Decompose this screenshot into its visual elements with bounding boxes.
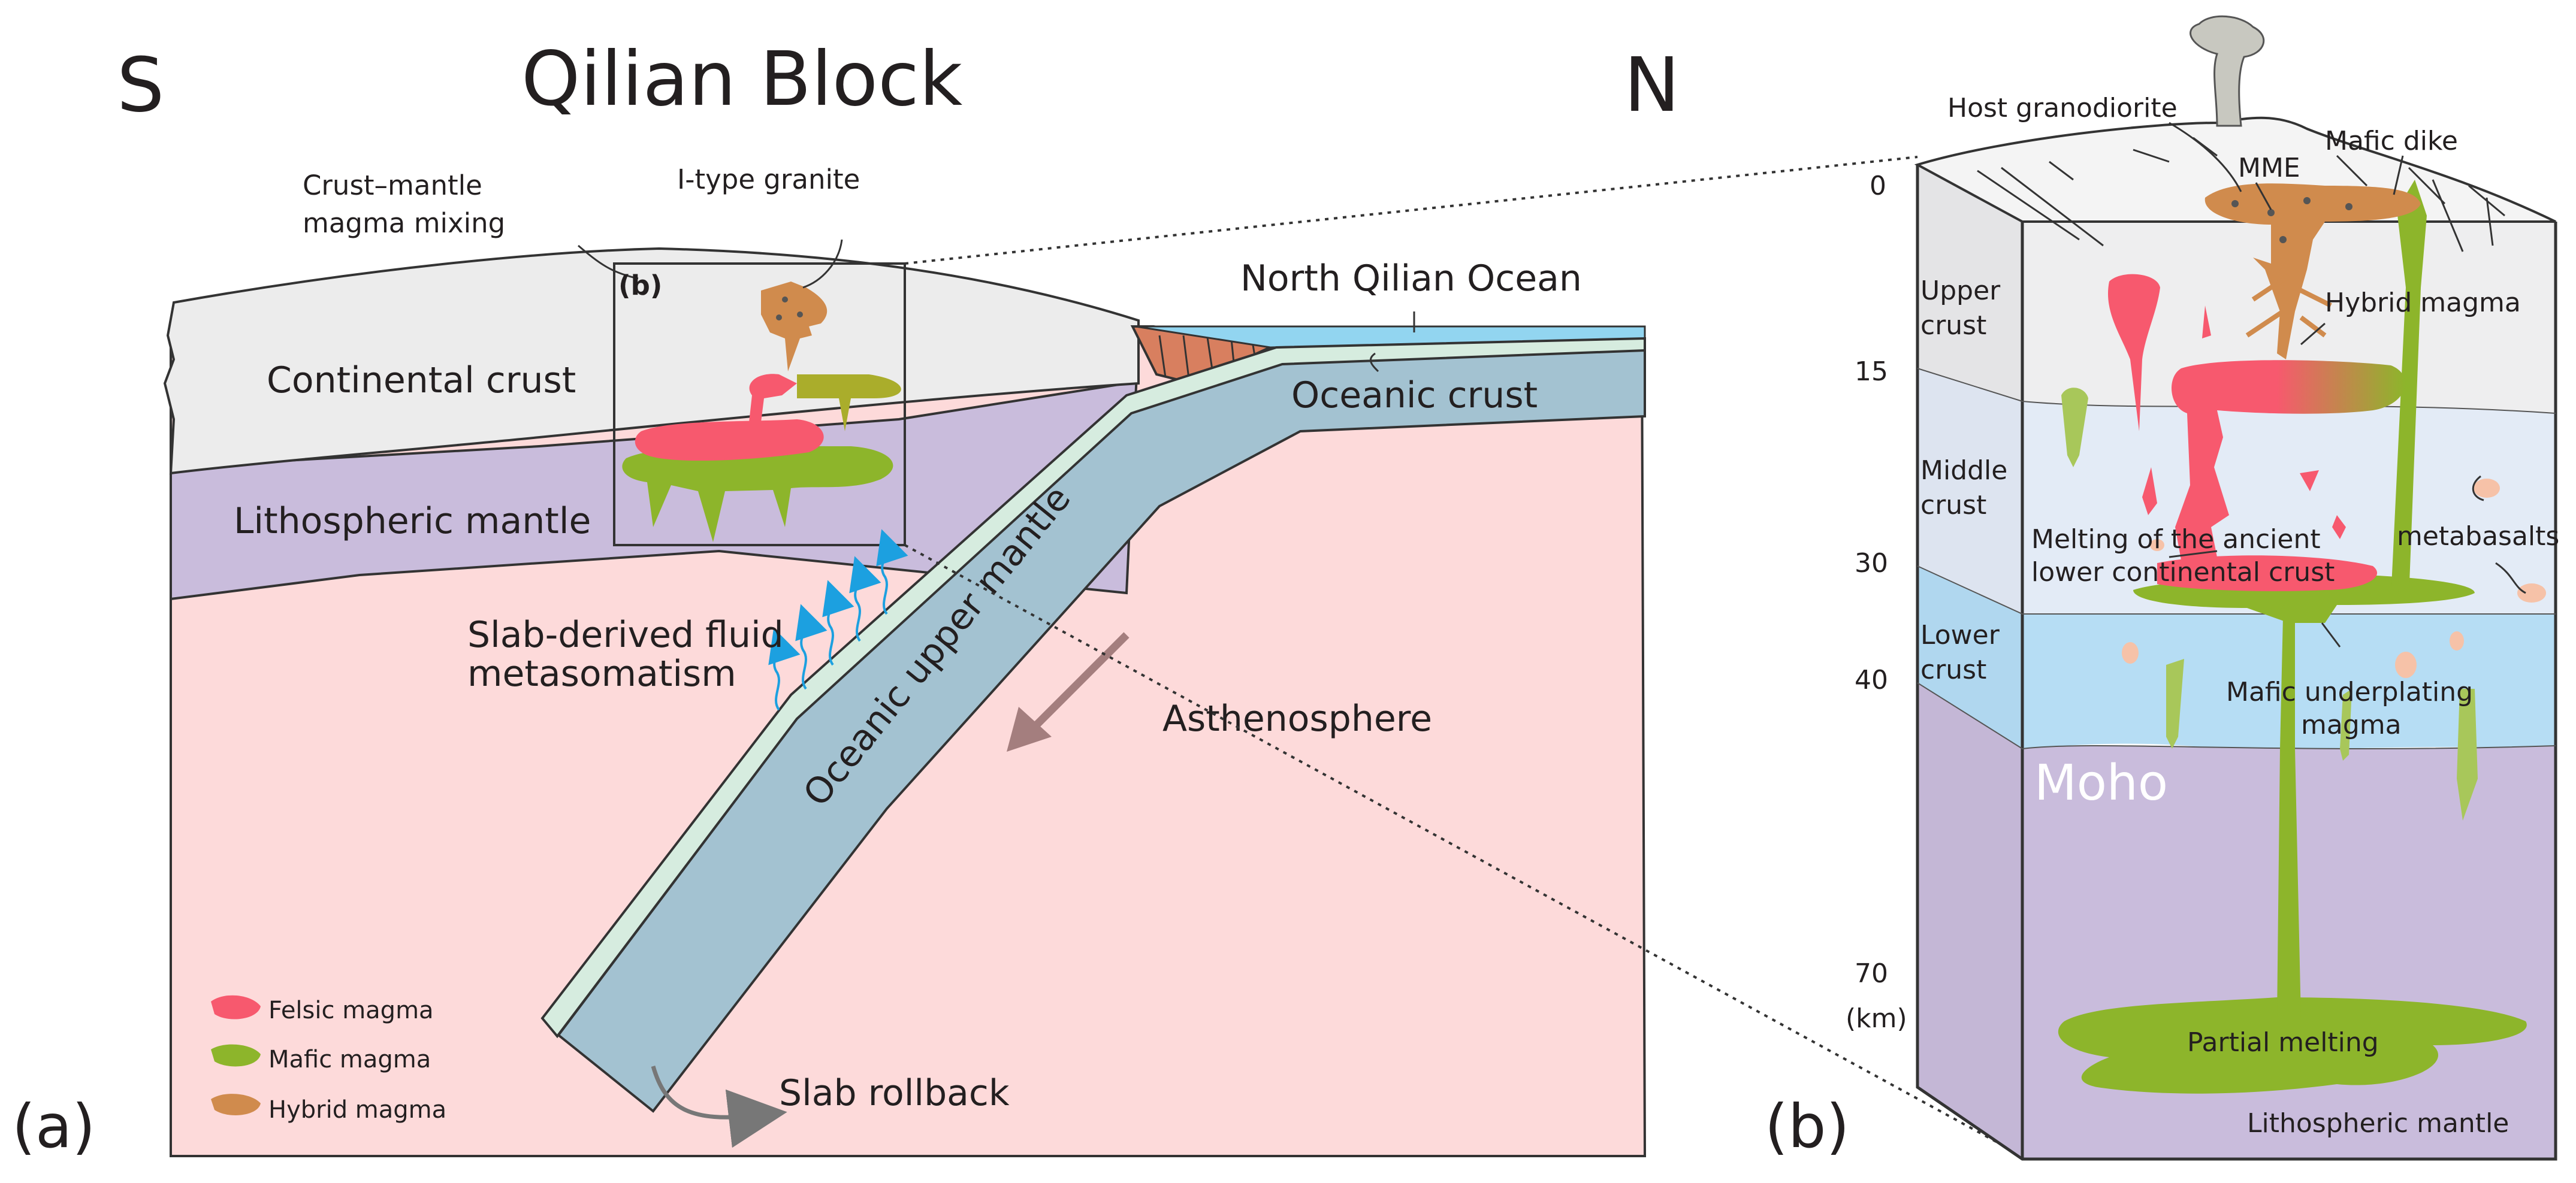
continental-crust-layer	[163, 247, 1140, 475]
mafic-blob-1	[2061, 388, 2088, 467]
mafic-conduit	[2277, 617, 2301, 1018]
felsic-magma-pool	[635, 419, 824, 461]
slab-rollback-label: Slab rollback	[779, 1072, 1010, 1114]
host-granodiorite-label: Host granodiorite	[1947, 93, 2178, 123]
mafic-blob-3	[2340, 689, 2352, 761]
inset-connectors	[904, 156, 2023, 1157]
inset-tag: (b)	[618, 270, 662, 301]
leader-lines-a	[578, 239, 1415, 373]
i-type-granite-label: I-type granite	[677, 164, 860, 195]
legend-hybrid-label: Hybrid magma	[268, 1096, 446, 1124]
terrain-hatching	[1977, 137, 2505, 252]
mafic-blob-2	[2166, 659, 2184, 749]
rollback-arrow	[651, 1066, 787, 1148]
depth-30: 30	[1855, 548, 1888, 579]
mafic-magma-pool	[622, 446, 893, 542]
upper-crust-side	[1917, 165, 2022, 401]
lower-crust-label-1: Lower	[1920, 620, 2000, 651]
mafic-dike-label: Mafic dike	[2325, 126, 2458, 156]
middle-crust-label-2: crust	[1920, 490, 1986, 521]
slab-fluid-label-2: metasomatism	[467, 653, 736, 695]
crust-mantle-label-2: magma mixing	[303, 207, 505, 239]
panel-b-tag: (b)	[1765, 1091, 1850, 1161]
felsic-blob-4	[2202, 305, 2211, 338]
metabasalts-label: metabasalts	[2397, 521, 2559, 552]
panel-a-tag: (a)	[12, 1091, 95, 1161]
underplating-label-2: magma	[2301, 710, 2402, 740]
oceanic-slab	[557, 349, 1646, 1113]
mafic-sill	[797, 374, 901, 431]
hybrid-magma-chamber	[2171, 360, 2405, 560]
metabasalt-blobs	[2122, 479, 2546, 678]
partial-melting-pool	[2058, 997, 2527, 1094]
legend-hybrid-swatch	[211, 1094, 261, 1115]
felsic-blob-3	[2300, 470, 2319, 491]
legend-felsic-label: Felsic magma	[268, 997, 434, 1024]
asthenosphere-label: Asthenosphere	[1162, 698, 1432, 740]
mafic-dike	[2391, 180, 2427, 599]
slab-fluid-label-1: Slab-derived fluid	[467, 614, 784, 656]
north-label: N	[1624, 42, 1680, 129]
continental-crust-label: Continental crust	[267, 359, 576, 401]
hybrid-roots	[2245, 273, 2332, 338]
felsic-lower-crust-melt	[2157, 555, 2378, 591]
middle-crust-front	[2022, 401, 2556, 614]
north-qilian-ocean-label: North Qilian Ocean	[1240, 258, 1582, 299]
felsic-blob-1	[2108, 274, 2160, 431]
convergence-arrow	[1028, 632, 1130, 734]
depth-unit: (km)	[1846, 1003, 1907, 1034]
depth-40: 40	[1855, 665, 1888, 695]
convergence-arrowhead	[1007, 707, 1052, 752]
hybrid-magma-b-label: Hybrid magma	[2325, 288, 2521, 318]
lithospheric-mantle-label: Lithospheric mantle	[234, 500, 591, 542]
underplating-label-1: Mafic underplating	[2226, 677, 2473, 707]
oceanic-crust-label: Oceanic crust	[1291, 374, 1538, 416]
melting-label-1: Melting of the ancient	[2031, 524, 2321, 555]
panel-a: S N Qilian Block (a) (b) Crust–mantle ma…	[12, 36, 1680, 1161]
fluid-arrows	[768, 529, 908, 711]
block-outline	[1916, 165, 2557, 1161]
host-granodiorite	[2204, 183, 2421, 359]
depth-0: 0	[1870, 171, 1886, 201]
mafic-blob-4	[2457, 689, 2478, 821]
felsic-stalk	[749, 374, 797, 422]
panel-b: (b) 0 15 30 40 70 (km) Upper crust Middl…	[1765, 15, 2559, 1161]
melting-label-2: lower continental crust	[2031, 557, 2335, 588]
lower-crust-side	[1917, 566, 2022, 749]
hybrid-diapir	[761, 282, 828, 371]
volcano-plume	[2190, 15, 2265, 127]
middle-crust-label-1: Middle	[1920, 455, 2007, 486]
mantle-side	[1917, 683, 2022, 1159]
depth-70: 70	[1855, 958, 1888, 989]
upper-crust-label-2: crust	[1920, 310, 1986, 341]
crust-mantle-label-1: Crust–mantle	[303, 170, 482, 201]
legend-felsic-swatch	[211, 995, 261, 1019]
lower-crust-label-2: crust	[1920, 655, 1986, 685]
partial-melting-label: Partial melting	[2187, 1027, 2379, 1058]
inset-box	[613, 262, 906, 546]
mme-dots-a	[776, 296, 803, 320]
mme-dots-b	[2231, 197, 2352, 243]
middle-crust-side	[1917, 368, 2022, 614]
mme-label: MME	[2238, 153, 2300, 183]
felsic-blob-5	[2332, 515, 2346, 539]
legend-mafic-label: Mafic magma	[268, 1046, 431, 1073]
upper-crust-label-1: Upper	[1920, 276, 2001, 306]
leader-lines-b	[2169, 122, 2526, 648]
moho-label: Moho	[2034, 755, 2168, 812]
panel-a-title: Qilian Block	[521, 36, 963, 123]
south-label: S	[117, 42, 164, 129]
lithospheric-mantle-b-label: Lithospheric mantle	[2247, 1108, 2509, 1139]
felsic-blob-2	[2142, 467, 2157, 515]
legend-mafic-swatch	[211, 1044, 261, 1067]
depth-15: 15	[1855, 356, 1888, 387]
